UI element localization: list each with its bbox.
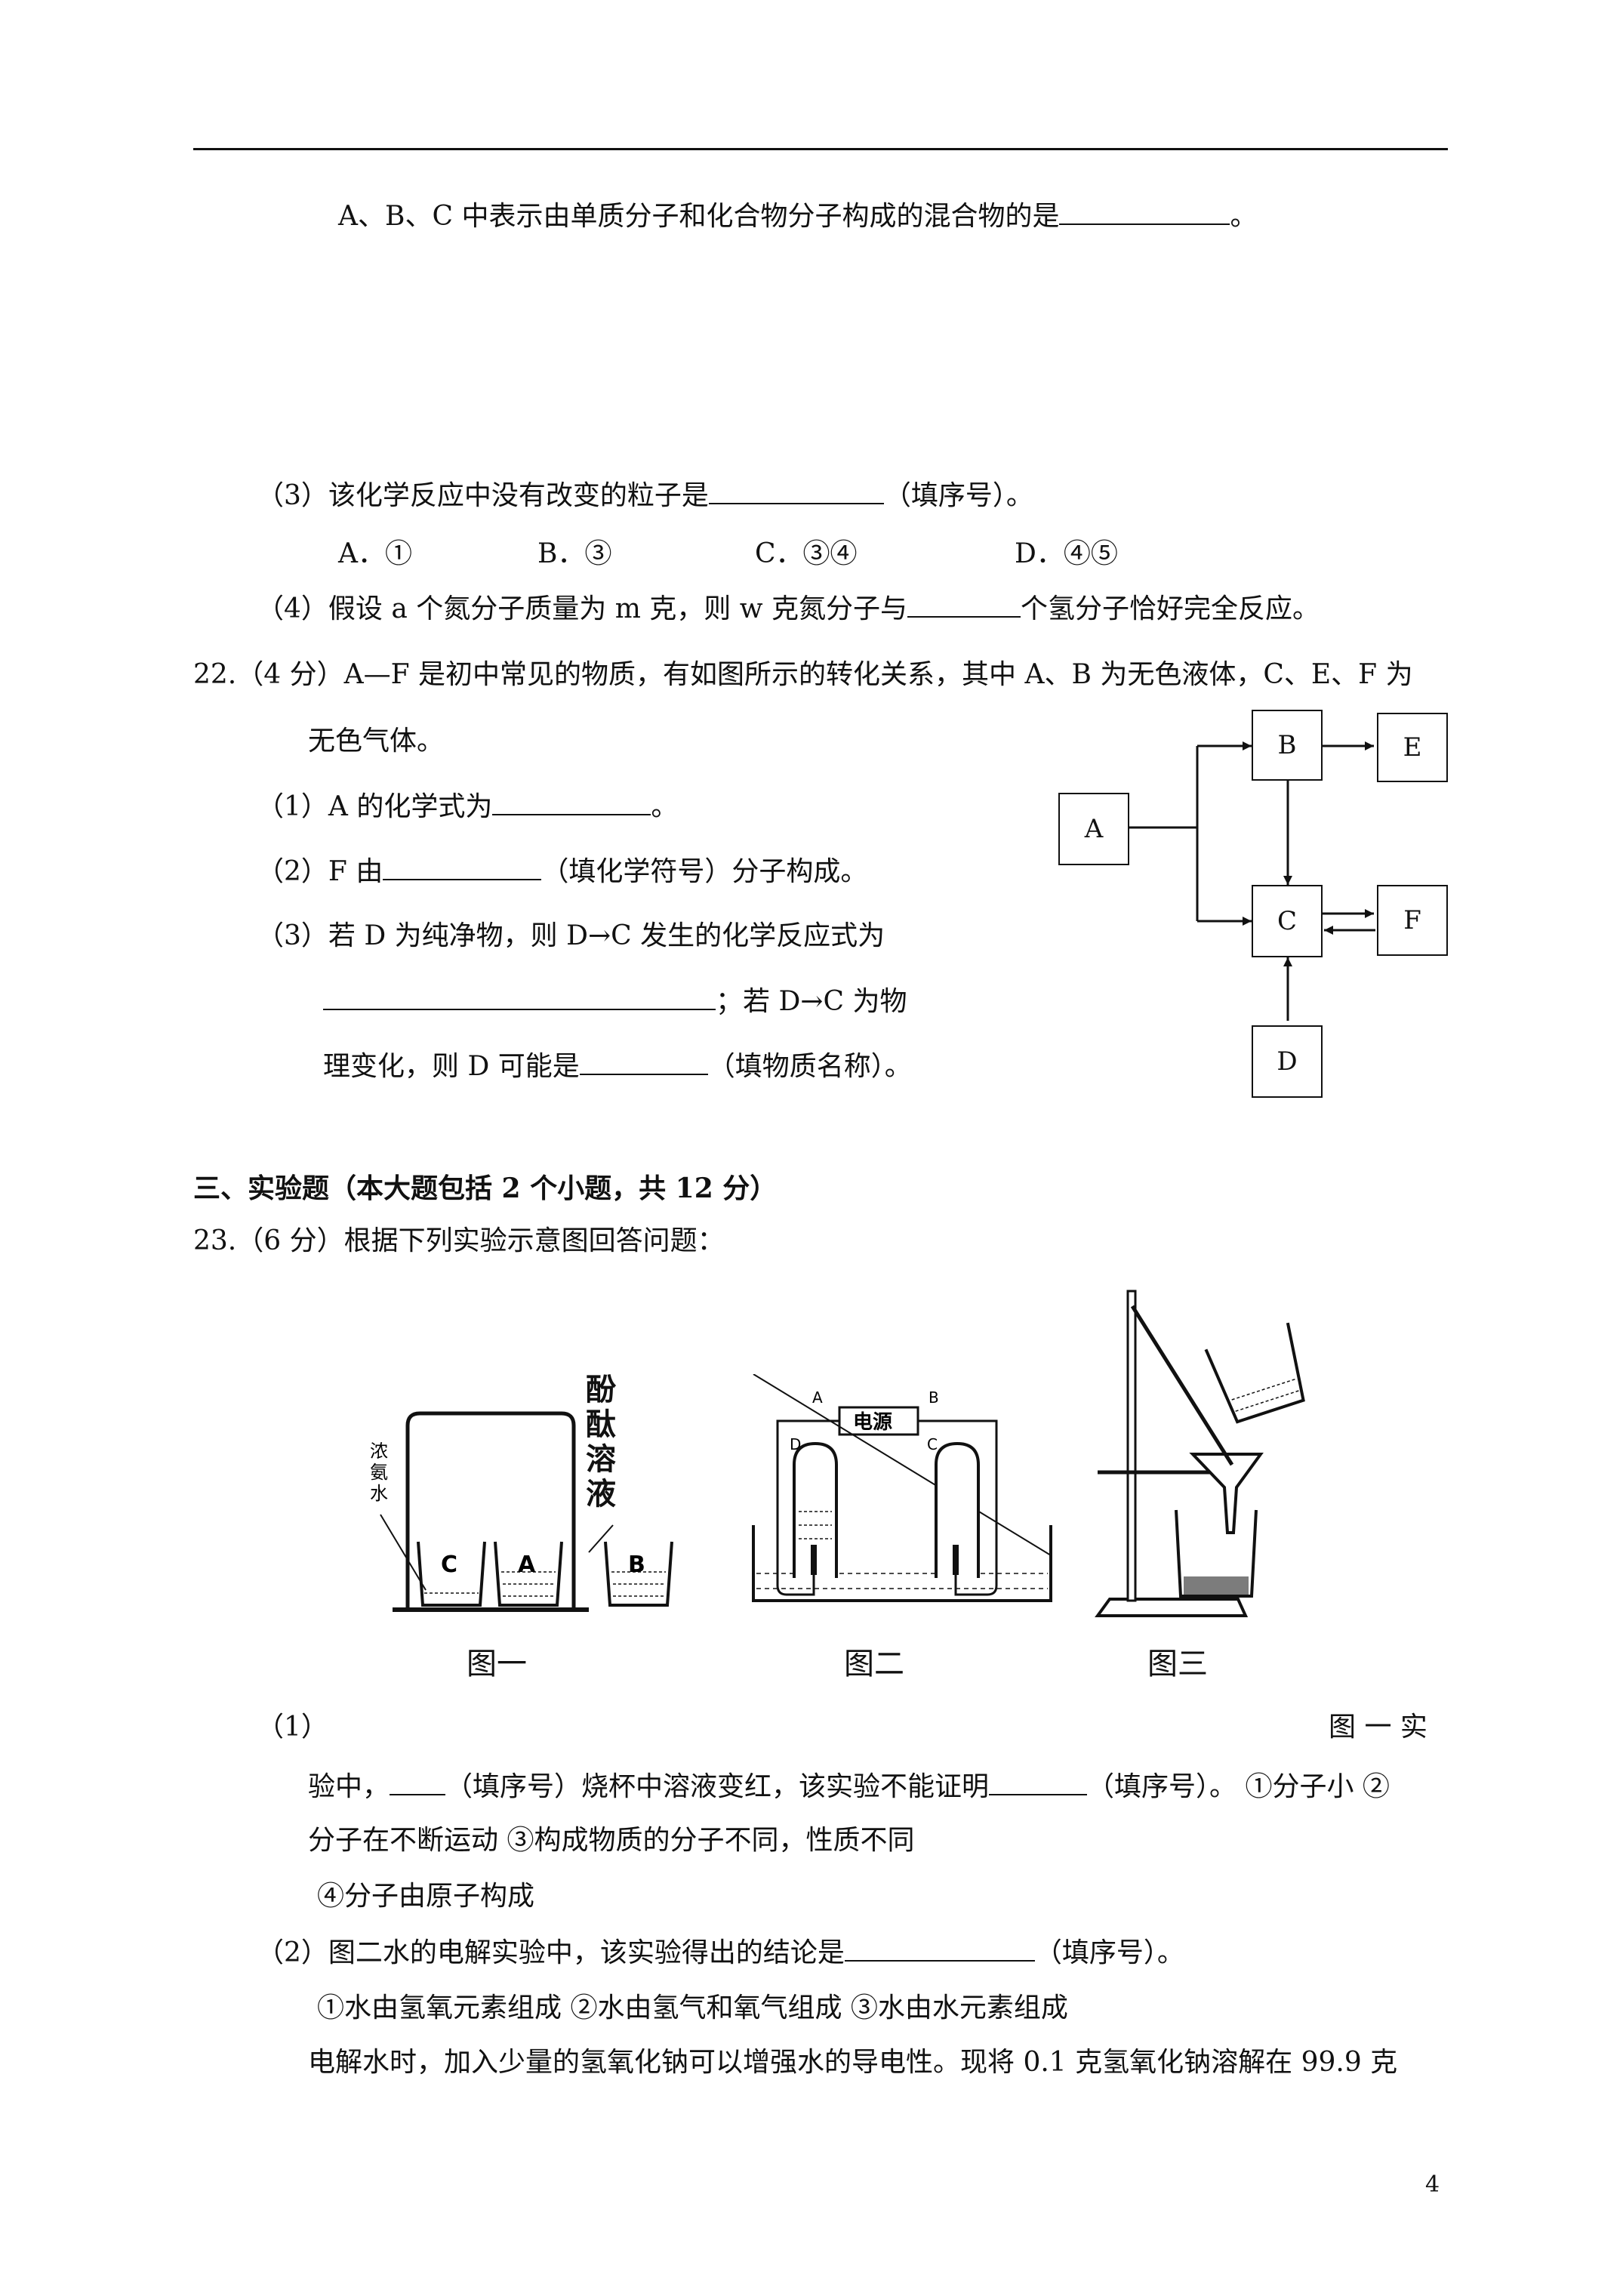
q23-part1-line2: 验中， （填序号）烧杯中溶液变红，该实验不能证明 （填序号）。 ①分子小 ②: [308, 1768, 1390, 1805]
answer-blank[interactable]: [907, 590, 1021, 618]
phenol-char-3: 溶: [586, 1442, 616, 1477]
beaker-c-label: C: [441, 1552, 457, 1578]
top-rule: [193, 148, 1448, 150]
phenol-char-4: 液: [586, 1477, 616, 1512]
beaker-b-label: B: [628, 1552, 645, 1578]
q23-part2-options: ①水由氢氧元素组成 ②水由氢气和氧气组成 ③水由水元素组成: [317, 1992, 1068, 2023]
q22-stem-line2: 无色气体。: [308, 726, 445, 757]
answer-blank[interactable]: [1059, 198, 1230, 225]
q22-part3-line2-text: ；若 D→C 为物: [716, 986, 907, 1017]
power-supply: [838, 1406, 919, 1436]
diagram-box-b: B: [1252, 710, 1323, 781]
diagram-box-f: F: [1377, 885, 1448, 956]
q21-part3: （3）该化学反应中没有改变的粒子是 （填序号）。: [257, 477, 1033, 514]
phenolphthalein-label: 酚 酞 溶 液: [586, 1373, 616, 1512]
receiving-beaker: [1175, 1509, 1258, 1598]
answer-blank[interactable]: [390, 1768, 446, 1795]
q23-part1-line3: 分子在不断运动 ③构成物质的分子不同，性质不同: [308, 1825, 915, 1856]
q22-flow-diagram: [1129, 741, 1375, 1021]
mixture-question-end: 。: [1230, 201, 1258, 232]
q23-part2-text: （2）图二水的电解实验中，该实验得出的结论是: [257, 1937, 845, 1968]
q23-part2-end: （填序号）。: [1034, 1937, 1184, 1968]
q22-part3-line3-end: （填物质名称）。: [707, 1051, 912, 1082]
ammonia-label-2: 氨: [370, 1462, 388, 1483]
diagram-box-d: D: [1252, 1025, 1323, 1098]
figure1-caption: 图一: [467, 1647, 527, 1681]
power-supply-label: 电源: [853, 1411, 892, 1434]
figure3-caption: 图三: [1147, 1647, 1208, 1681]
figure3-filtration: [1095, 1290, 1305, 1617]
stand-base: [1095, 1598, 1249, 1617]
q23-part2: （2）图二水的电解实验中，该实验得出的结论是 （填序号）。: [257, 1934, 1184, 1971]
beaker-c: [417, 1541, 486, 1607]
glass-rod: [1130, 1305, 1234, 1466]
q23-part1-line4: ④分子由原子构成: [317, 1881, 535, 1912]
funnel: [1189, 1453, 1264, 1534]
mixture-question-text: A、B、C 中表示由单质分子和化合物分子构成的混合物的是: [338, 201, 1060, 232]
q22-part2: （2）F 由 （填化学符号）分子构成。: [257, 853, 867, 890]
mixture-question: A、B、C 中表示由单质分子和化合物分子构成的混合物的是 。: [338, 198, 1257, 235]
q22-part3-line1: （3）若 D 为纯净物，则 D→C 发生的化学反应式为: [257, 920, 885, 951]
q23-part1-line2-b: （填序号）烧杯中溶液变红，该实验不能证明: [445, 1771, 990, 1802]
page-number: 4: [1425, 2171, 1440, 2198]
section3-title: 三、实验题（本大题包括 2 个小题，共 12 分）: [193, 1173, 778, 1204]
tube-d: [793, 1441, 838, 1578]
q21-option-b: B．③: [537, 538, 612, 569]
diagram-box-c: C: [1252, 885, 1323, 957]
tube-c-label: C: [927, 1435, 938, 1453]
beaker-b: [604, 1541, 673, 1607]
q21-option-c: C．③④: [755, 538, 858, 569]
q22-part1: （1）A 的化学式为 。: [257, 788, 678, 825]
q23-part1-prefix: （1）: [257, 1712, 328, 1743]
q22-part3-line3: 理变化，则 D 可能是 （填物质名称）。: [323, 1048, 912, 1085]
water-trough: [752, 1525, 1052, 1602]
tube-c: [935, 1441, 980, 1578]
q23-part2-last-line: 电解水时，加入少量的氢氧化钠可以增强水的导电性。现将 0.1 克氢氧化钠溶解在 …: [308, 2047, 1398, 2078]
q22-part3-line3-text: 理变化，则 D 可能是: [323, 1051, 580, 1082]
stand-pole: [1126, 1290, 1137, 1602]
q22-part1-end: 。: [651, 791, 679, 822]
figure1-ammonia-diffusion: C A B 浓 氨 水: [370, 1411, 673, 1612]
terminal-b-label: B: [929, 1388, 939, 1407]
q22-part1-text: （1）A 的化学式为: [257, 791, 493, 822]
answer-blank[interactable]: [383, 853, 542, 880]
q21-part4: （4）假设 a 个氮分子质量为 m 克，则 w 克氮分子与 个氢分子恰好完全反应。: [257, 590, 1320, 627]
q23-stem: 23.（6 分）根据下列实验示意图回答问题：: [193, 1225, 725, 1256]
answer-blank[interactable]: [989, 1768, 1088, 1795]
figure2-caption: 图二: [844, 1647, 904, 1681]
q21-part3-end: （填序号）。: [883, 480, 1033, 511]
diagram-box-a: A: [1058, 793, 1129, 865]
q22-part2-end: （填化学符号）分子构成。: [541, 856, 868, 887]
bell-jar: [405, 1411, 576, 1608]
ammonia-label-1: 浓: [370, 1441, 388, 1462]
terminal-a-label: A: [812, 1388, 823, 1407]
q21-part4-end: 个氢分子恰好完全反应。: [1020, 593, 1320, 624]
diagram-box-e: E: [1377, 713, 1448, 782]
phenol-char-1: 酚: [586, 1373, 616, 1407]
answer-blank[interactable]: [579, 1048, 708, 1075]
q22-part2-text: （2）F 由: [257, 856, 383, 887]
phenol-char-2: 酞: [586, 1407, 616, 1442]
q21-part3-text: （3）该化学反应中没有改变的粒子是: [257, 480, 709, 511]
q23-part1-line2-c: （填序号）。 ①分子小 ②: [1087, 1771, 1390, 1802]
q22-part3-line2: ；若 D→C 为物: [323, 983, 907, 1020]
q23-part1-line2-a: 验中，: [308, 1771, 390, 1802]
q21-option-a: A．①: [338, 538, 412, 569]
q23-part1-tail: 图 一 实: [1329, 1712, 1427, 1743]
beaker-a-label: A: [518, 1552, 536, 1578]
q21-option-d: D．④⑤: [1015, 538, 1118, 569]
pouring-beaker: [1204, 1322, 1305, 1424]
answer-blank[interactable]: [323, 983, 716, 1010]
answer-blank[interactable]: [492, 788, 651, 815]
beaker-a: [494, 1541, 563, 1607]
answer-blank[interactable]: [708, 477, 884, 504]
figure2-water-electrolysis: 电源 A B D C: [752, 1374, 1052, 1602]
q21-part4-text: （4）假设 a 个氮分子质量为 m 克，则 w 克氮分子与: [257, 593, 907, 624]
ammonia-label-3: 水: [370, 1483, 388, 1504]
q22-stem-line1: 22.（4 分）A—F 是初中常见的物质，有如图所示的转化关系，其中 A、B 为…: [193, 659, 1413, 690]
answer-blank[interactable]: [844, 1934, 1035, 1962]
